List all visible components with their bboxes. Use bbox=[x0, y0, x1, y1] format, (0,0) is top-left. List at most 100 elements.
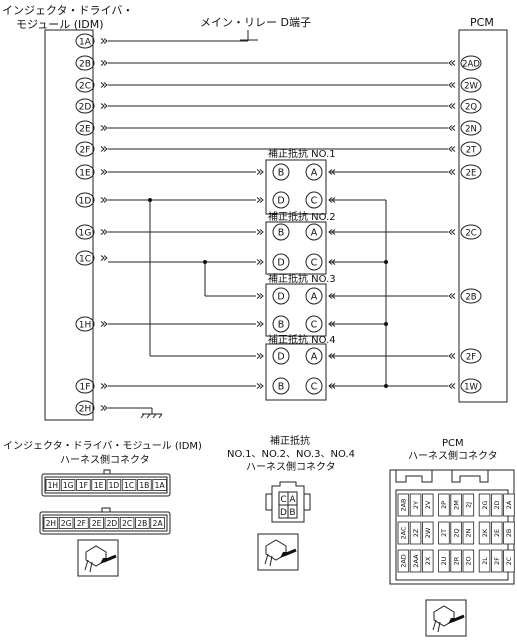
pcm-connector-pin-label: 2AD bbox=[400, 554, 408, 568]
resistor-no1-label: 補正抵抗 NO.1 bbox=[268, 147, 336, 160]
idm-pin: 1A bbox=[75, 33, 108, 49]
svg-text:A: A bbox=[311, 352, 318, 363]
idm-connector-pin-label: 1D bbox=[109, 481, 120, 490]
idm-pin: 2E bbox=[75, 120, 108, 136]
main-relay-label: メイン・リレー D端子 bbox=[200, 16, 311, 29]
pcm-pin: 2C bbox=[448, 224, 482, 240]
svg-text:1E: 1E bbox=[79, 169, 91, 179]
svg-text:D: D bbox=[277, 258, 284, 269]
pcm-connector-pin bbox=[490, 549, 503, 573]
pcm-connector-pin bbox=[478, 521, 491, 545]
svg-text:2E: 2E bbox=[466, 169, 477, 179]
pcm-connector-title-line1: PCM bbox=[442, 438, 464, 449]
pcm-connector-pin bbox=[421, 493, 434, 517]
resistor-no1: 補正抵抗 NO.1 B A D C bbox=[256, 147, 336, 215]
idm-pin: 1G bbox=[75, 224, 108, 240]
idm-pin: 2C bbox=[75, 77, 108, 93]
pcm-connector-pin-label: 2R bbox=[452, 556, 460, 565]
svg-text:B: B bbox=[289, 508, 295, 518]
pcm-connector-pin-label: 2T bbox=[440, 529, 448, 537]
pcm-connector-pin bbox=[503, 549, 515, 573]
svg-text:1D: 1D bbox=[79, 197, 92, 207]
svg-text:D: D bbox=[277, 196, 284, 207]
idm-title-line1: インジェクタ・ドライバ・ bbox=[2, 4, 133, 17]
idm-connector-pin-label: 2D bbox=[107, 519, 118, 528]
pcm-connector-pin bbox=[478, 549, 491, 573]
idm-connector-pin-label: 2B bbox=[137, 519, 147, 528]
connector-view-icon bbox=[257, 533, 299, 571]
svg-text:D: D bbox=[280, 508, 287, 518]
idm-connector-pin bbox=[58, 517, 74, 529]
pcm-connector-pin-label: 2V bbox=[424, 500, 432, 509]
pcm-pin: 2AD bbox=[448, 55, 482, 71]
idm-connector-pin bbox=[119, 517, 135, 529]
idm-connector-pin-label: 2A bbox=[153, 519, 164, 528]
svg-text:2AD: 2AD bbox=[462, 60, 480, 70]
svg-text:2H: 2H bbox=[79, 405, 92, 415]
resistor-connector-title-line1: 補正抵抗 bbox=[270, 434, 310, 447]
idm-connector-pin-label: 2G bbox=[61, 519, 72, 528]
idm-connector-pin-label: 1B bbox=[139, 481, 149, 490]
idm-connector-pin-label: 2C bbox=[122, 519, 132, 528]
idm-pin: 1E bbox=[75, 164, 108, 180]
idm-pin: 2B bbox=[75, 55, 108, 71]
pcm-connector-pin bbox=[421, 549, 434, 573]
pcm-connector-pin bbox=[438, 521, 450, 545]
pcm-connector-pin-label: 2B bbox=[505, 529, 513, 538]
pcm-connector-pin bbox=[397, 493, 410, 517]
idm-connector-pin-label: 1C bbox=[124, 481, 134, 490]
svg-text:A: A bbox=[289, 495, 296, 505]
idm-pin: 1D bbox=[75, 192, 108, 208]
pcm-connector-pin bbox=[450, 521, 462, 545]
pcm-connector-pin-label: 2M bbox=[452, 500, 460, 510]
svg-text:C: C bbox=[311, 258, 318, 269]
svg-text:2Q: 2Q bbox=[465, 103, 477, 113]
pcm-connector-pin bbox=[421, 521, 434, 545]
pcm-connector-pin-label: 2A bbox=[505, 500, 513, 509]
idm-connector-title-line2: ハーネス側コネクタ bbox=[60, 453, 150, 466]
idm-connector-pin-label: 2F bbox=[77, 519, 86, 528]
svg-text:2B: 2B bbox=[79, 60, 91, 70]
idm-connector-pin bbox=[135, 517, 150, 529]
pcm-connector-pin-label: 2AA bbox=[412, 554, 420, 568]
svg-text:A: A bbox=[311, 168, 318, 179]
svg-text:2F: 2F bbox=[466, 353, 476, 363]
svg-text:2F: 2F bbox=[80, 146, 91, 156]
pcm-connector-pin-label: 2G bbox=[481, 500, 489, 509]
resistor-no4: 補正抵抗 NO.4 D A B C bbox=[256, 333, 336, 401]
svg-text:2D: 2D bbox=[79, 103, 92, 113]
pcm-connector-pin-label: 2N bbox=[465, 528, 473, 537]
pcm-pin: 2Q bbox=[448, 98, 482, 114]
pcm-pins: 2AD 2W 2Q 2N 2T 2E 2C 2B 2F 1W bbox=[448, 55, 482, 394]
svg-text:2E: 2E bbox=[79, 125, 91, 135]
pcm-connector-pin-label: 2U bbox=[440, 556, 448, 565]
wires bbox=[108, 40, 448, 419]
pcm-connector-pin bbox=[397, 549, 410, 573]
svg-text:2W: 2W bbox=[464, 82, 478, 92]
pcm-connector-pin bbox=[478, 493, 491, 517]
idm-connector-pin bbox=[45, 479, 61, 491]
pcm-pin: 2F bbox=[448, 348, 482, 364]
pcm-pin: 1W bbox=[448, 378, 482, 394]
idm-connector-pin-label: 1G bbox=[63, 481, 74, 490]
idm-connector-pin bbox=[76, 479, 91, 491]
pcm-pin: 2N bbox=[448, 120, 482, 136]
svg-text:1W: 1W bbox=[464, 383, 478, 393]
pcm-connector-pin-label: 2AB bbox=[400, 498, 408, 511]
pcm-connector-pin bbox=[438, 549, 450, 573]
resistor-connector-title-line3: ハーネス側コネクタ bbox=[246, 460, 336, 473]
pcm-connector-pin bbox=[450, 549, 462, 573]
idm-connector-pin bbox=[89, 517, 104, 529]
svg-text:2T: 2T bbox=[466, 146, 477, 156]
svg-text:D: D bbox=[277, 292, 284, 303]
idm-connector-pin bbox=[121, 479, 137, 491]
pcm-connector-pin bbox=[462, 493, 475, 517]
svg-text:A: A bbox=[311, 292, 318, 303]
resistor-no4-label: 補正抵抗 NO.4 bbox=[268, 333, 336, 346]
pcm-connector-title-line2: ハーネス側コネクタ bbox=[408, 449, 498, 462]
idm-connector-pin bbox=[104, 517, 120, 529]
svg-text:2B: 2B bbox=[465, 293, 476, 303]
pcm-box bbox=[458, 29, 508, 403]
pcm-connector-pin bbox=[503, 521, 515, 545]
